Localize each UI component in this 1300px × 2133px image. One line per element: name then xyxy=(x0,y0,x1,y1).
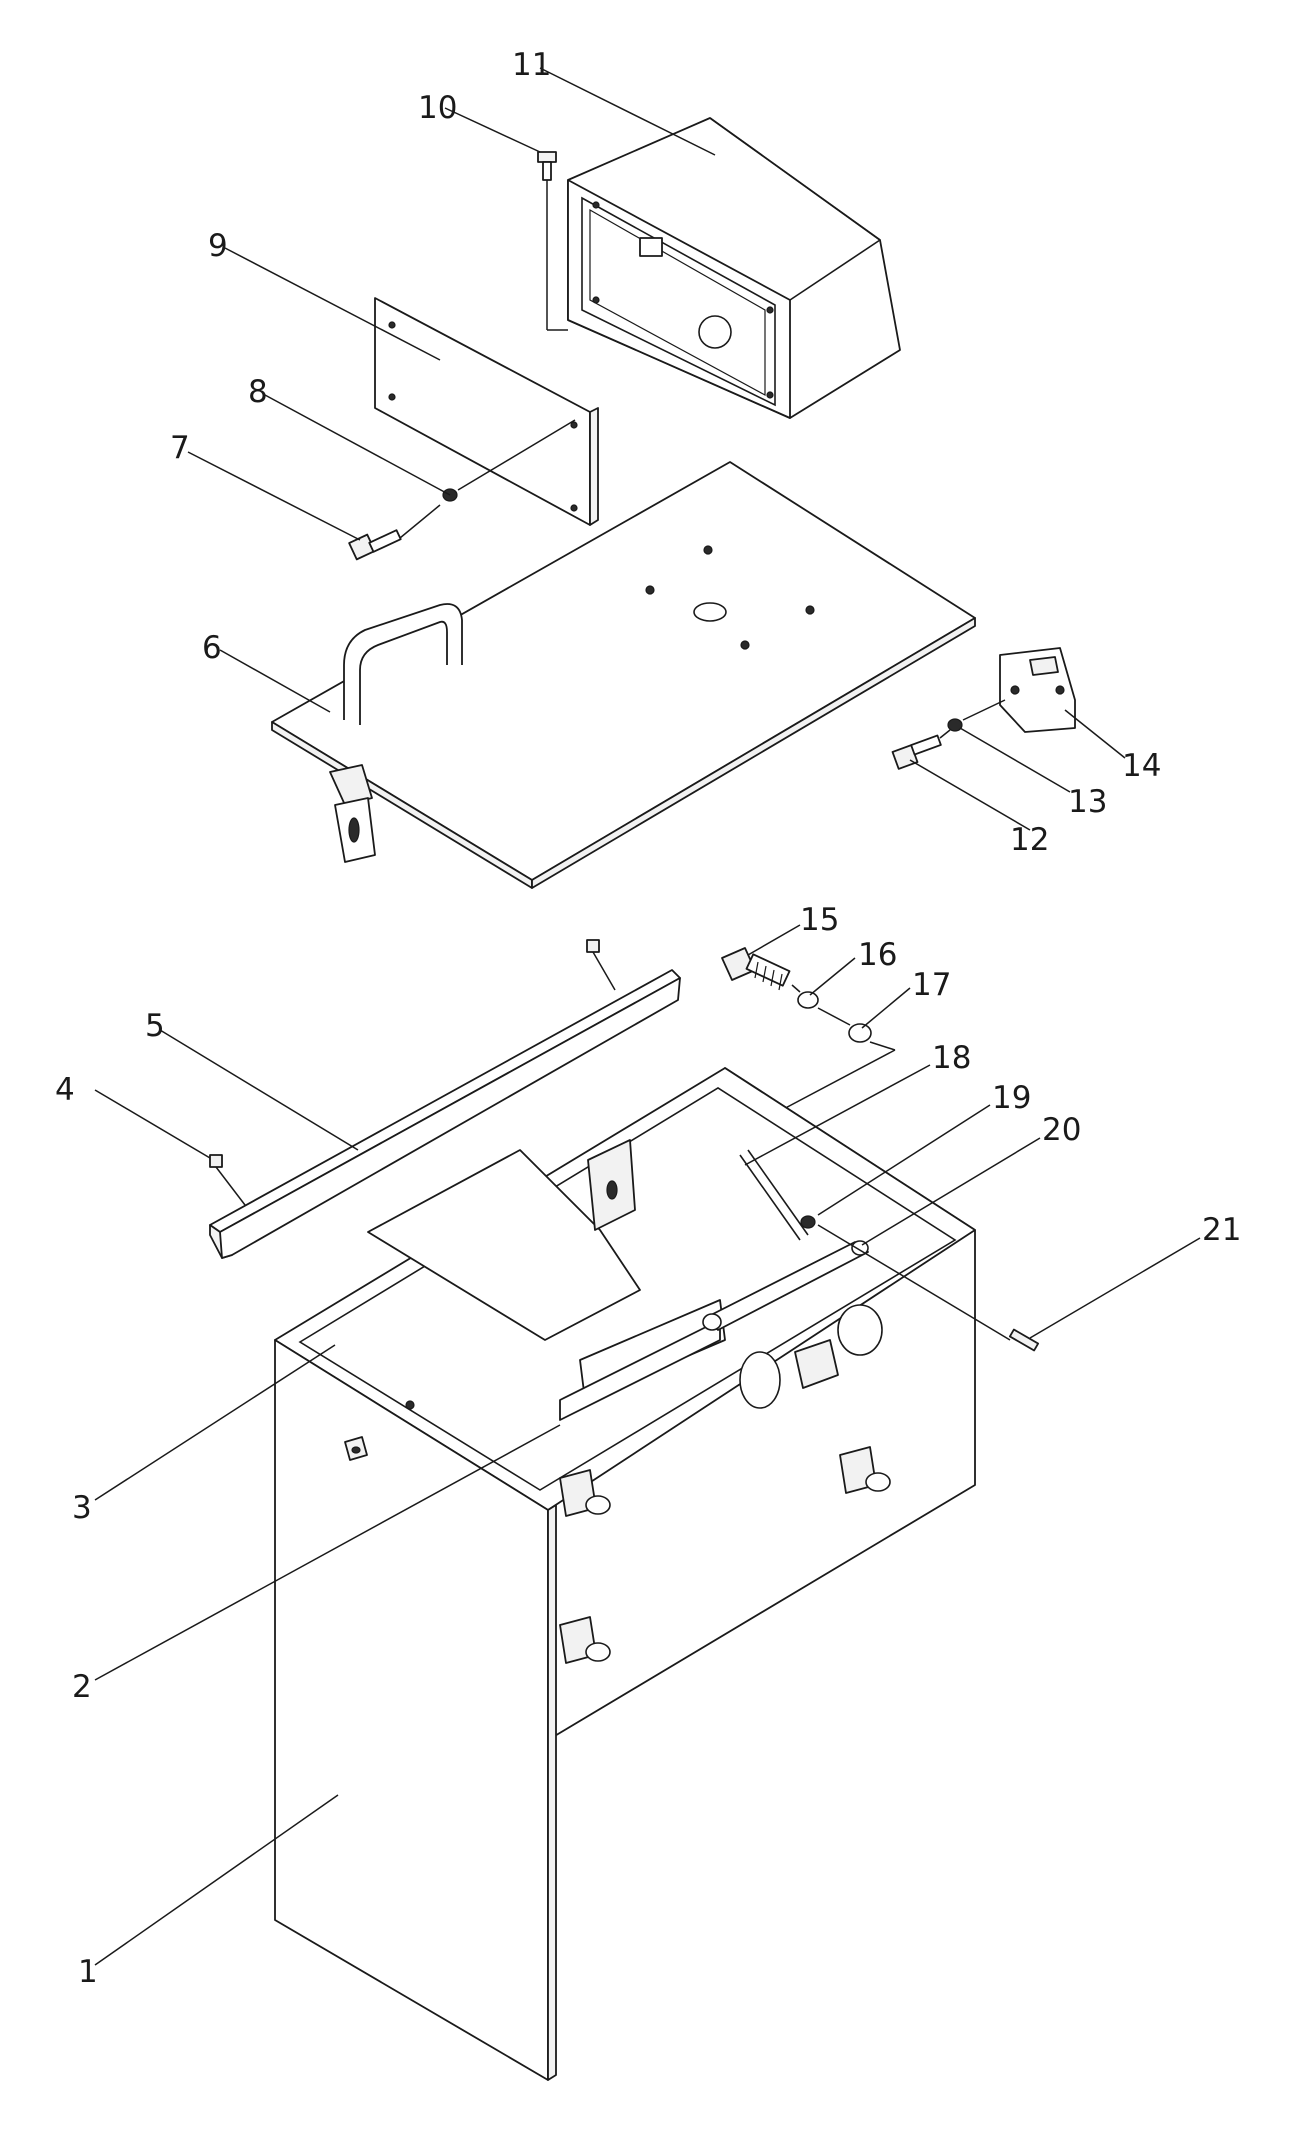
callout-labels: 1 2 3 4 5 6 7 8 9 10 11 12 13 14 15 16 1… xyxy=(55,47,1241,1990)
callout-10: 10 xyxy=(418,90,457,126)
callout-9: 9 xyxy=(208,228,228,264)
part-10-screw xyxy=(537,151,568,331)
callout-11: 11 xyxy=(512,47,551,83)
part-1-cabinet xyxy=(274,1067,976,2081)
leader-1 xyxy=(94,1794,339,1966)
part-6-table-top xyxy=(271,461,976,889)
callout-16: 16 xyxy=(858,937,897,973)
part-9-cover-plate xyxy=(374,297,599,526)
leader-5 xyxy=(159,1029,359,1151)
callout-20: 20 xyxy=(1042,1112,1081,1148)
callout-8: 8 xyxy=(248,374,268,410)
leader-10 xyxy=(444,107,541,153)
leader-9 xyxy=(224,247,441,361)
leader-14 xyxy=(1064,709,1126,759)
leader-17 xyxy=(861,987,911,1029)
callout-18: 18 xyxy=(932,1040,971,1076)
leader-13 xyxy=(959,727,1071,793)
part-12-13-14-bracket-assembly xyxy=(891,647,1076,770)
leader-7 xyxy=(187,451,361,541)
leader-18 xyxy=(744,1064,931,1166)
part-2-inner-panel xyxy=(559,1299,726,1421)
part-15-16-17-bolt-washers xyxy=(721,947,896,1141)
leader-20 xyxy=(861,1137,1041,1246)
leader-lines xyxy=(94,67,1201,1966)
leader-4 xyxy=(94,1089,211,1159)
callout-19: 19 xyxy=(992,1080,1031,1116)
part-18-inner-bracket xyxy=(587,1139,809,1241)
callout-17: 17 xyxy=(912,967,951,1003)
leader-6 xyxy=(219,649,331,713)
callout-5: 5 xyxy=(145,1008,165,1044)
leader-2 xyxy=(94,1424,561,1681)
callout-2: 2 xyxy=(72,1669,92,1705)
callout-15: 15 xyxy=(800,902,839,938)
leader-8 xyxy=(264,394,451,496)
callout-4: 4 xyxy=(55,1072,75,1108)
leader-11 xyxy=(539,67,716,156)
part-11-control-box xyxy=(567,117,901,419)
callout-7: 7 xyxy=(170,430,190,466)
callout-6: 6 xyxy=(202,630,222,666)
leader-15 xyxy=(747,924,801,956)
leader-3 xyxy=(94,1344,336,1501)
callout-13: 13 xyxy=(1068,784,1107,820)
leader-19 xyxy=(817,1104,991,1216)
callout-3: 3 xyxy=(72,1490,92,1526)
part-5-angle-rail xyxy=(209,939,681,1259)
callout-21: 21 xyxy=(1202,1212,1241,1248)
part-3-sheet-plate xyxy=(367,1149,641,1341)
callout-12: 12 xyxy=(1010,822,1049,858)
leader-16 xyxy=(809,957,856,996)
part-7-8-bolt-washer xyxy=(348,419,576,561)
callout-14: 14 xyxy=(1122,748,1161,784)
leader-12 xyxy=(909,759,1031,831)
part-19-20-21-link-pin xyxy=(702,1215,1040,1352)
callout-1: 1 xyxy=(78,1954,98,1990)
leader-21 xyxy=(1029,1237,1201,1339)
